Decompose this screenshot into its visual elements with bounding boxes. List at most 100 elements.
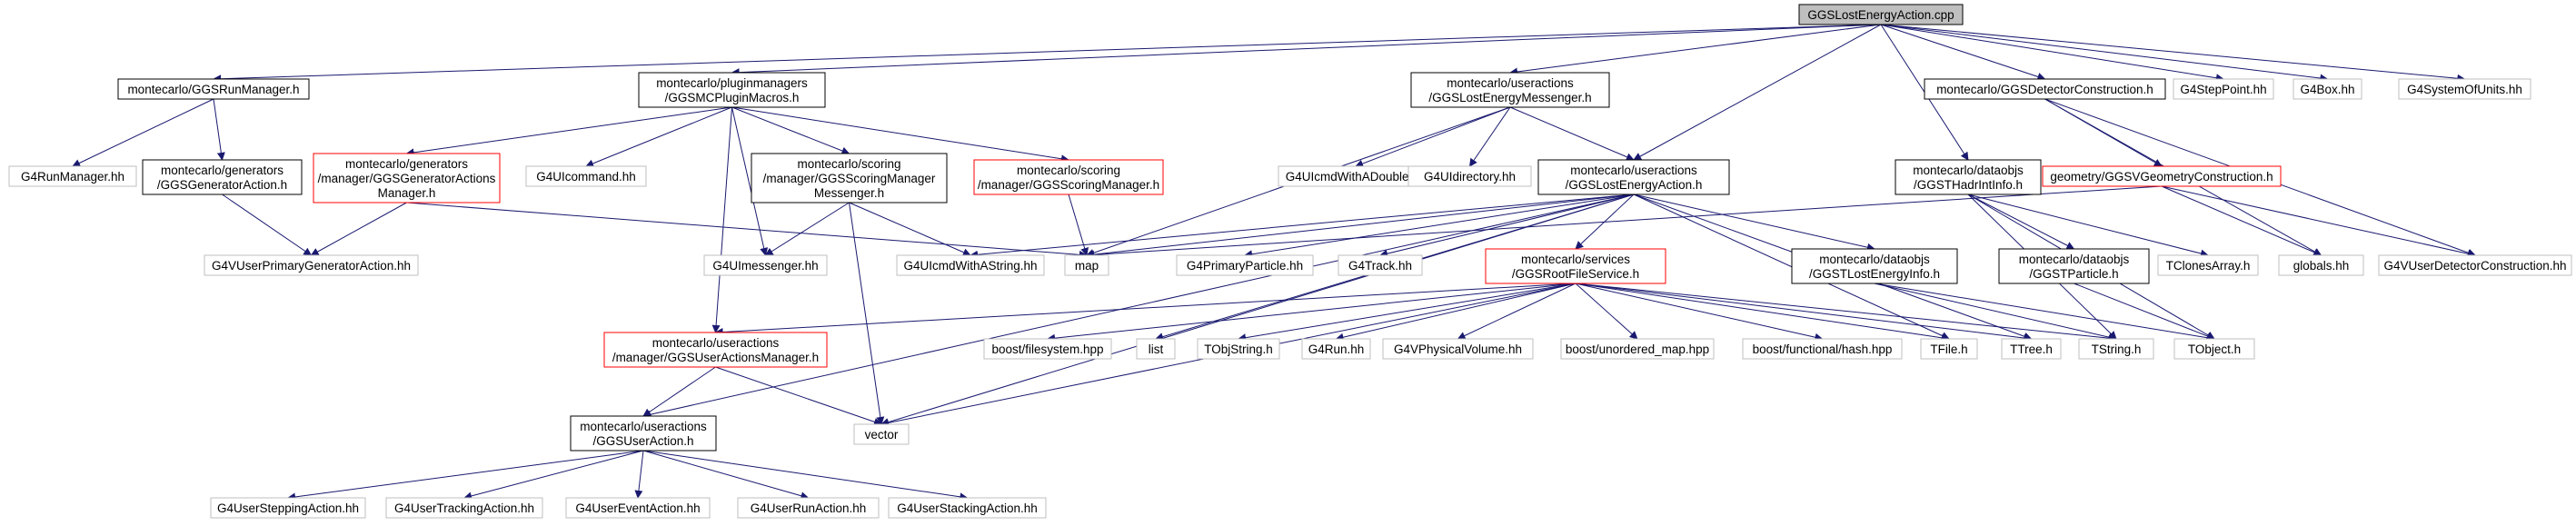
node-box xyxy=(1537,159,1730,195)
node-box xyxy=(210,497,366,519)
node-label-line: boost/unordered_map.hpp xyxy=(1566,342,1709,356)
node-box xyxy=(142,159,303,195)
node-label-line: geometry/GGSVGeometryConstruction.h xyxy=(2050,170,2273,184)
edge-rootfileservice-to-boostumap xyxy=(1575,283,1638,340)
edge-useractionsmgr-to-useraction xyxy=(642,366,716,417)
node-box xyxy=(737,497,880,519)
node-box xyxy=(1407,165,1532,187)
node-tparticle[interactable]: montecarlo/dataobjs/GGSTParticle.h xyxy=(1998,248,2150,284)
node-box xyxy=(1742,338,1903,360)
node-box xyxy=(1895,159,2042,195)
node-label-line: /manager/GGSScoringManager.h xyxy=(978,178,1159,192)
edge-lostenergyaction-to-lostenergyinfo xyxy=(1633,194,1875,252)
node-label-line: boost/functional/hash.hpp xyxy=(1753,342,1893,356)
edge-hadrintinfo-to-tclonesarray xyxy=(1967,194,2209,258)
node-box xyxy=(853,423,910,445)
edge-useraction-to-g4usersteppingaction xyxy=(287,450,644,501)
node-runmgr[interactable]: montecarlo/GGSRunManager.h xyxy=(117,78,310,100)
node-lostenergyaction[interactable]: montecarlo/useractions/GGSLostEnergyActi… xyxy=(1537,159,1730,195)
edge-lostenergyinfo-to-tobject xyxy=(1874,283,2215,342)
node-g4uidirectory: G4UIdirectory.hh xyxy=(1407,165,1532,187)
node-label-line: G4UIdirectory.hh xyxy=(1424,170,1516,184)
node-root[interactable]: GGSLostEnergyAction.cpp xyxy=(1798,4,1964,25)
node-g4usertrackingaction: G4UserTrackingAction.hh xyxy=(385,497,543,519)
edge-root-to-g4box xyxy=(1880,24,2329,83)
edge-rootfileservice-to-tobjstring xyxy=(1238,283,1576,342)
node-label-line: /GGSRootFileService.h xyxy=(1512,267,1639,281)
node-g4userrunaction: G4UserRunAction.hh xyxy=(737,497,880,519)
node-box xyxy=(1410,72,1610,108)
node-g4vuserdetconst: G4VUserDetectorConstruction.hh xyxy=(2378,254,2572,276)
node-box xyxy=(1064,254,1109,276)
node-box xyxy=(638,72,826,108)
node-box xyxy=(2173,338,2255,360)
node-box xyxy=(896,254,1045,276)
edge-root-to-lemessenger xyxy=(1509,24,1882,76)
edge-root-to-g4systemofunits xyxy=(1880,24,2466,83)
node-label-line: TObjString.h xyxy=(1204,342,1273,356)
node-tfile: TFile.h xyxy=(1920,338,1978,360)
node-label-line: TClonesArray.h xyxy=(2166,259,2251,273)
node-g4uicmddouble: G4UIcmdWithADouble.hh xyxy=(1278,165,1434,187)
node-box xyxy=(1924,78,2166,100)
edge-rootfileservice-to-tstring xyxy=(1575,283,2117,342)
node-lostenergyinfo[interactable]: montecarlo/dataobjs/GGSTLostEnergyInfo.h xyxy=(1791,248,1958,284)
edge-root-to-detconst xyxy=(1880,24,2046,81)
node-label-line: GGSLostEnergyAction.cpp xyxy=(1807,8,1954,22)
edges-layer xyxy=(72,24,2476,501)
node-rootfileservice[interactable]: montecarlo/services/GGSRootFileService.h xyxy=(1485,248,1666,284)
node-label-line: G4PrimaryParticle.hh xyxy=(1187,259,1303,273)
node-label-line: G4UIcmdWithADouble.hh xyxy=(1286,170,1427,184)
node-label-line: montecarlo/useractions xyxy=(652,336,780,350)
edge-lostenergyaction-to-g4primaryparticle xyxy=(1244,194,1635,259)
node-box xyxy=(1920,338,1978,360)
node-g4userstackingaction: G4UserStackingAction.hh xyxy=(888,497,1047,519)
node-useractionsmgr[interactable]: montecarlo/useractions/manager/GGSUserAc… xyxy=(603,332,828,368)
edge-lostenergyaction-to-useraction xyxy=(642,194,1635,419)
node-label-line: montecarlo/services xyxy=(1521,253,1630,266)
node-box xyxy=(888,497,1047,519)
edge-useractionsmgr-to-vector xyxy=(715,366,882,426)
node-label-line: G4VUserPrimaryGeneratorAction.hh xyxy=(212,259,411,273)
edge-geomconst-to-map xyxy=(1086,185,2163,259)
node-g4box: G4Box.hh xyxy=(2293,78,2362,100)
edge-root-to-runmgr xyxy=(213,24,1882,84)
node-label-line: /GGSGeneratorAction.h xyxy=(157,178,287,192)
node-box xyxy=(1798,4,1964,25)
node-label-line: list xyxy=(1149,342,1164,356)
node-box xyxy=(973,159,1164,195)
node-label-line: G4Box.hh xyxy=(2300,83,2354,96)
node-scoringmgr[interactable]: montecarlo/scoring/manager/GGSScoringMan… xyxy=(973,159,1164,195)
node-genactionsmgr[interactable]: montecarlo/generators/manager/GGSGenerat… xyxy=(313,153,501,203)
node-g4usereventaction: G4UserEventAction.hh xyxy=(565,497,711,519)
edge-pluginmacros-to-useractionsmgr xyxy=(711,106,732,333)
node-label-line: /GGSMCPluginMacros.h xyxy=(665,91,800,104)
node-label-line: G4UIcommand.hh xyxy=(536,170,636,184)
node-box xyxy=(1176,254,1314,276)
edge-rootfileservice-to-tfile xyxy=(1575,283,1950,342)
node-box xyxy=(1338,254,1423,276)
node-hadrintinfo[interactable]: montecarlo/dataobjs/GGSTHadrIntInfo.h xyxy=(1895,159,2042,195)
node-useraction[interactable]: montecarlo/useractions/GGSUserAction.h xyxy=(570,415,717,452)
node-box xyxy=(1136,338,1176,360)
node-box xyxy=(2398,78,2531,100)
edge-scoringmgrmsg-to-g4uicmdstring xyxy=(849,202,971,256)
edge-lostenergyaction-to-map xyxy=(1086,194,1635,259)
node-geomconst[interactable]: geometry/GGSVGeometryConstruction.h xyxy=(2042,165,2282,187)
node-pluginmacros[interactable]: montecarlo/pluginmanagers/GGSMCPluginMac… xyxy=(638,72,826,108)
node-label-line: map xyxy=(1075,259,1099,273)
node-scoringmgrmsg[interactable]: montecarlo/scoring/manager/GGSScoringMan… xyxy=(751,153,948,203)
node-box xyxy=(204,254,419,276)
node-box xyxy=(8,165,137,187)
node-genaction[interactable]: montecarlo/generators/GGSGeneratorAction… xyxy=(142,159,303,195)
node-detconst[interactable]: montecarlo/GGSDetectorConstruction.h xyxy=(1924,78,2166,100)
node-label-line: /manager/GGSUserActionsManager.h xyxy=(612,351,819,364)
node-g4usersteppingaction: G4UserSteppingAction.hh xyxy=(210,497,366,519)
edge-root-to-pluginmacros xyxy=(731,24,1882,77)
edge-rootfileservice-to-boosthash xyxy=(1575,283,1824,342)
node-box xyxy=(1382,338,1534,360)
node-label-line: montecarlo/useractions xyxy=(580,420,707,433)
edge-rootfileservice-to-useractionsmgr xyxy=(714,283,1576,337)
edge-rootfileservice-to-ttree xyxy=(1575,283,2033,342)
node-lemessenger[interactable]: montecarlo/useractions/GGSLostEnergyMess… xyxy=(1410,72,1610,108)
